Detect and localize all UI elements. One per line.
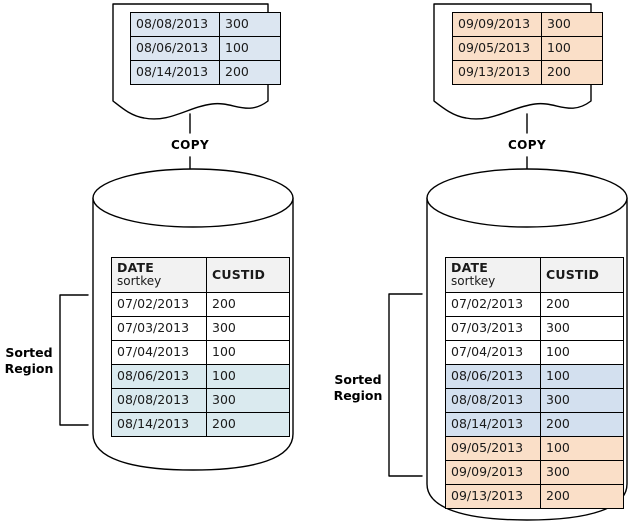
right-cylinder-table-header: DATE sortkey CUSTID: [445, 256, 624, 294]
cell-date: 08/06/2013: [111, 364, 207, 390]
cell-date: 07/02/2013: [111, 292, 207, 318]
cell-date: 07/03/2013: [111, 316, 207, 342]
cell-custid: 300: [541, 12, 603, 37]
left-cylinder-table-header: DATE sortkey CUSTID: [111, 256, 290, 294]
cell-custid: 200: [540, 292, 624, 318]
cell-custid: 100: [540, 364, 624, 390]
cell-date: 09/13/2013: [452, 60, 542, 85]
cell-custid: 100: [540, 340, 624, 366]
cell-custid: 300: [219, 12, 281, 37]
right-sorted-region-bracket: [388, 293, 423, 477]
right-sorted-region-label: Sorted Region: [329, 372, 387, 403]
left-document-rows: 08/08/2013 300 08/06/2013 100 08/14/2013…: [130, 12, 281, 85]
cell-date: 08/06/2013: [130, 36, 220, 61]
left-cylinder-rows: 07/02/2013 200 07/03/2013 300 07/04/2013…: [111, 292, 290, 438]
right-cylinder-table: DATE sortkey CUSTID 07/02/2013 200 07/03…: [445, 256, 624, 510]
cell-date: 08/14/2013: [111, 412, 207, 438]
cell-date: 07/04/2013: [445, 340, 541, 366]
header-date: DATE sortkey: [445, 256, 541, 294]
table-row: 08/14/2013 200: [445, 412, 624, 438]
table-row: 09/13/2013 200: [452, 60, 603, 85]
header-custid-main: CUSTID: [546, 266, 600, 282]
cell-custid: 100: [541, 36, 603, 61]
header-date-main: DATE: [117, 260, 154, 275]
header-date: DATE sortkey: [111, 256, 207, 294]
cell-custid: 300: [540, 316, 624, 342]
header-date-sub: sortkey: [117, 274, 162, 289]
cell-date: 09/05/2013: [452, 36, 542, 61]
table-row: 08/14/2013 200: [130, 60, 281, 85]
left-cylinder-top-ellipse: [92, 168, 294, 228]
cell-custid: 300: [206, 316, 290, 342]
table-row: 07/03/2013 300: [445, 316, 624, 342]
cell-date: 09/09/2013: [445, 460, 541, 486]
cell-custid: 100: [219, 36, 281, 61]
table-row: 07/03/2013 300: [111, 316, 290, 342]
header-custid: CUSTID: [206, 256, 290, 294]
table-row: 07/02/2013 200: [111, 292, 290, 318]
left-cylinder-table: DATE sortkey CUSTID 07/02/2013 200 07/03…: [111, 256, 290, 438]
cell-custid: 300: [540, 460, 624, 486]
cell-date: 07/04/2013: [111, 340, 207, 366]
table-row: 09/09/2013 300: [452, 12, 603, 37]
cell-date: 08/08/2013: [111, 388, 207, 414]
table-header-row: DATE sortkey CUSTID: [111, 256, 290, 294]
left-document-table: 08/08/2013 300 08/06/2013 100 08/14/2013…: [130, 12, 281, 85]
header-date-main: DATE: [451, 260, 488, 275]
right-sorted-region-line2: Region: [333, 387, 383, 403]
table-row: 09/05/2013 100: [445, 436, 624, 462]
cell-custid: 100: [206, 340, 290, 366]
header-custid-main: CUSTID: [212, 266, 266, 282]
table-row: 09/05/2013 100: [452, 36, 603, 61]
cell-custid: 200: [206, 412, 290, 438]
table-row: 09/09/2013 300: [445, 460, 624, 486]
table-row: 08/08/2013 300: [111, 388, 290, 414]
cell-date: 08/06/2013: [445, 364, 541, 390]
cell-custid: 200: [206, 292, 290, 318]
cell-date: 08/14/2013: [445, 412, 541, 438]
cell-date: 07/03/2013: [445, 316, 541, 342]
right-cylinder-rows: 07/02/2013 200 07/03/2013 300 07/04/2013…: [445, 292, 624, 510]
cell-date: 08/08/2013: [445, 388, 541, 414]
table-row: 07/02/2013 200: [445, 292, 624, 318]
cell-date: 09/05/2013: [445, 436, 541, 462]
cell-custid: 200: [540, 412, 624, 438]
cell-date: 08/14/2013: [130, 60, 220, 85]
cell-date: 07/02/2013: [445, 292, 541, 318]
right-cylinder-top-ellipse: [426, 168, 628, 228]
left-copy-label: COPY: [170, 138, 210, 152]
table-row: 08/14/2013 200: [111, 412, 290, 438]
right-sorted-region-line1: Sorted: [334, 372, 382, 387]
table-row: 08/06/2013 100: [130, 36, 281, 61]
cell-custid: 300: [540, 388, 624, 414]
table-row: 09/13/2013 200: [445, 484, 624, 510]
right-document-rows: 09/09/2013 300 09/05/2013 100 09/13/2013…: [452, 12, 603, 85]
right-copy-label: COPY: [507, 138, 547, 152]
left-sorted-region-line1: Sorted: [5, 345, 53, 360]
cell-date: 09/13/2013: [445, 484, 541, 510]
table-row: 07/04/2013 100: [445, 340, 624, 366]
cell-custid: 200: [540, 484, 624, 510]
cell-custid: 100: [540, 436, 624, 462]
left-sorted-region-bracket: [59, 294, 89, 426]
left-sorted-region-label: Sorted Region: [0, 345, 58, 376]
table-header-row: DATE sortkey CUSTID: [445, 256, 624, 294]
table-row: 08/06/2013 100: [445, 364, 624, 390]
left-sorted-region-line2: Region: [4, 360, 54, 376]
cell-date: 08/08/2013: [130, 12, 220, 37]
cell-custid: 200: [219, 60, 281, 85]
table-row: 07/04/2013 100: [111, 340, 290, 366]
cell-custid: 100: [206, 364, 290, 390]
cell-date: 09/09/2013: [452, 12, 542, 37]
table-row: 08/08/2013 300: [445, 388, 624, 414]
header-date-sub: sortkey: [451, 274, 496, 289]
header-custid: CUSTID: [540, 256, 624, 294]
cell-custid: 300: [206, 388, 290, 414]
right-document-table: 09/09/2013 300 09/05/2013 100 09/13/2013…: [452, 12, 603, 85]
table-row: 08/06/2013 100: [111, 364, 290, 390]
cell-custid: 200: [541, 60, 603, 85]
table-row: 08/08/2013 300: [130, 12, 281, 37]
